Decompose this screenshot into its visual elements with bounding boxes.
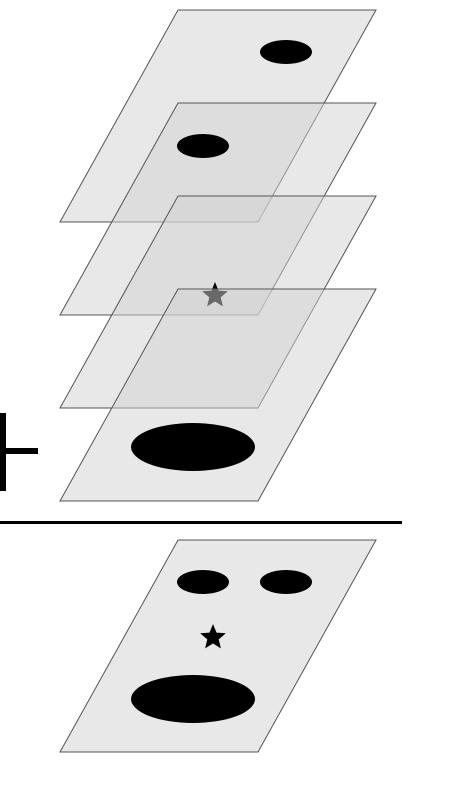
plus-sign-vertical <box>0 413 6 491</box>
right-eye-ellipse <box>260 40 312 64</box>
plus-sign-horizontal <box>0 448 38 454</box>
plus-sign <box>0 413 38 491</box>
result-layer <box>59 539 377 753</box>
separator-line <box>0 521 402 524</box>
left-eye-ellipse <box>177 134 229 158</box>
layer-4 <box>59 288 377 502</box>
result-right-eye-ellipse <box>260 570 312 594</box>
mouth-ellipse <box>131 423 255 471</box>
result-star-shape <box>200 624 226 649</box>
result-mouth-ellipse <box>131 675 255 723</box>
result-left-eye-ellipse <box>177 570 229 594</box>
